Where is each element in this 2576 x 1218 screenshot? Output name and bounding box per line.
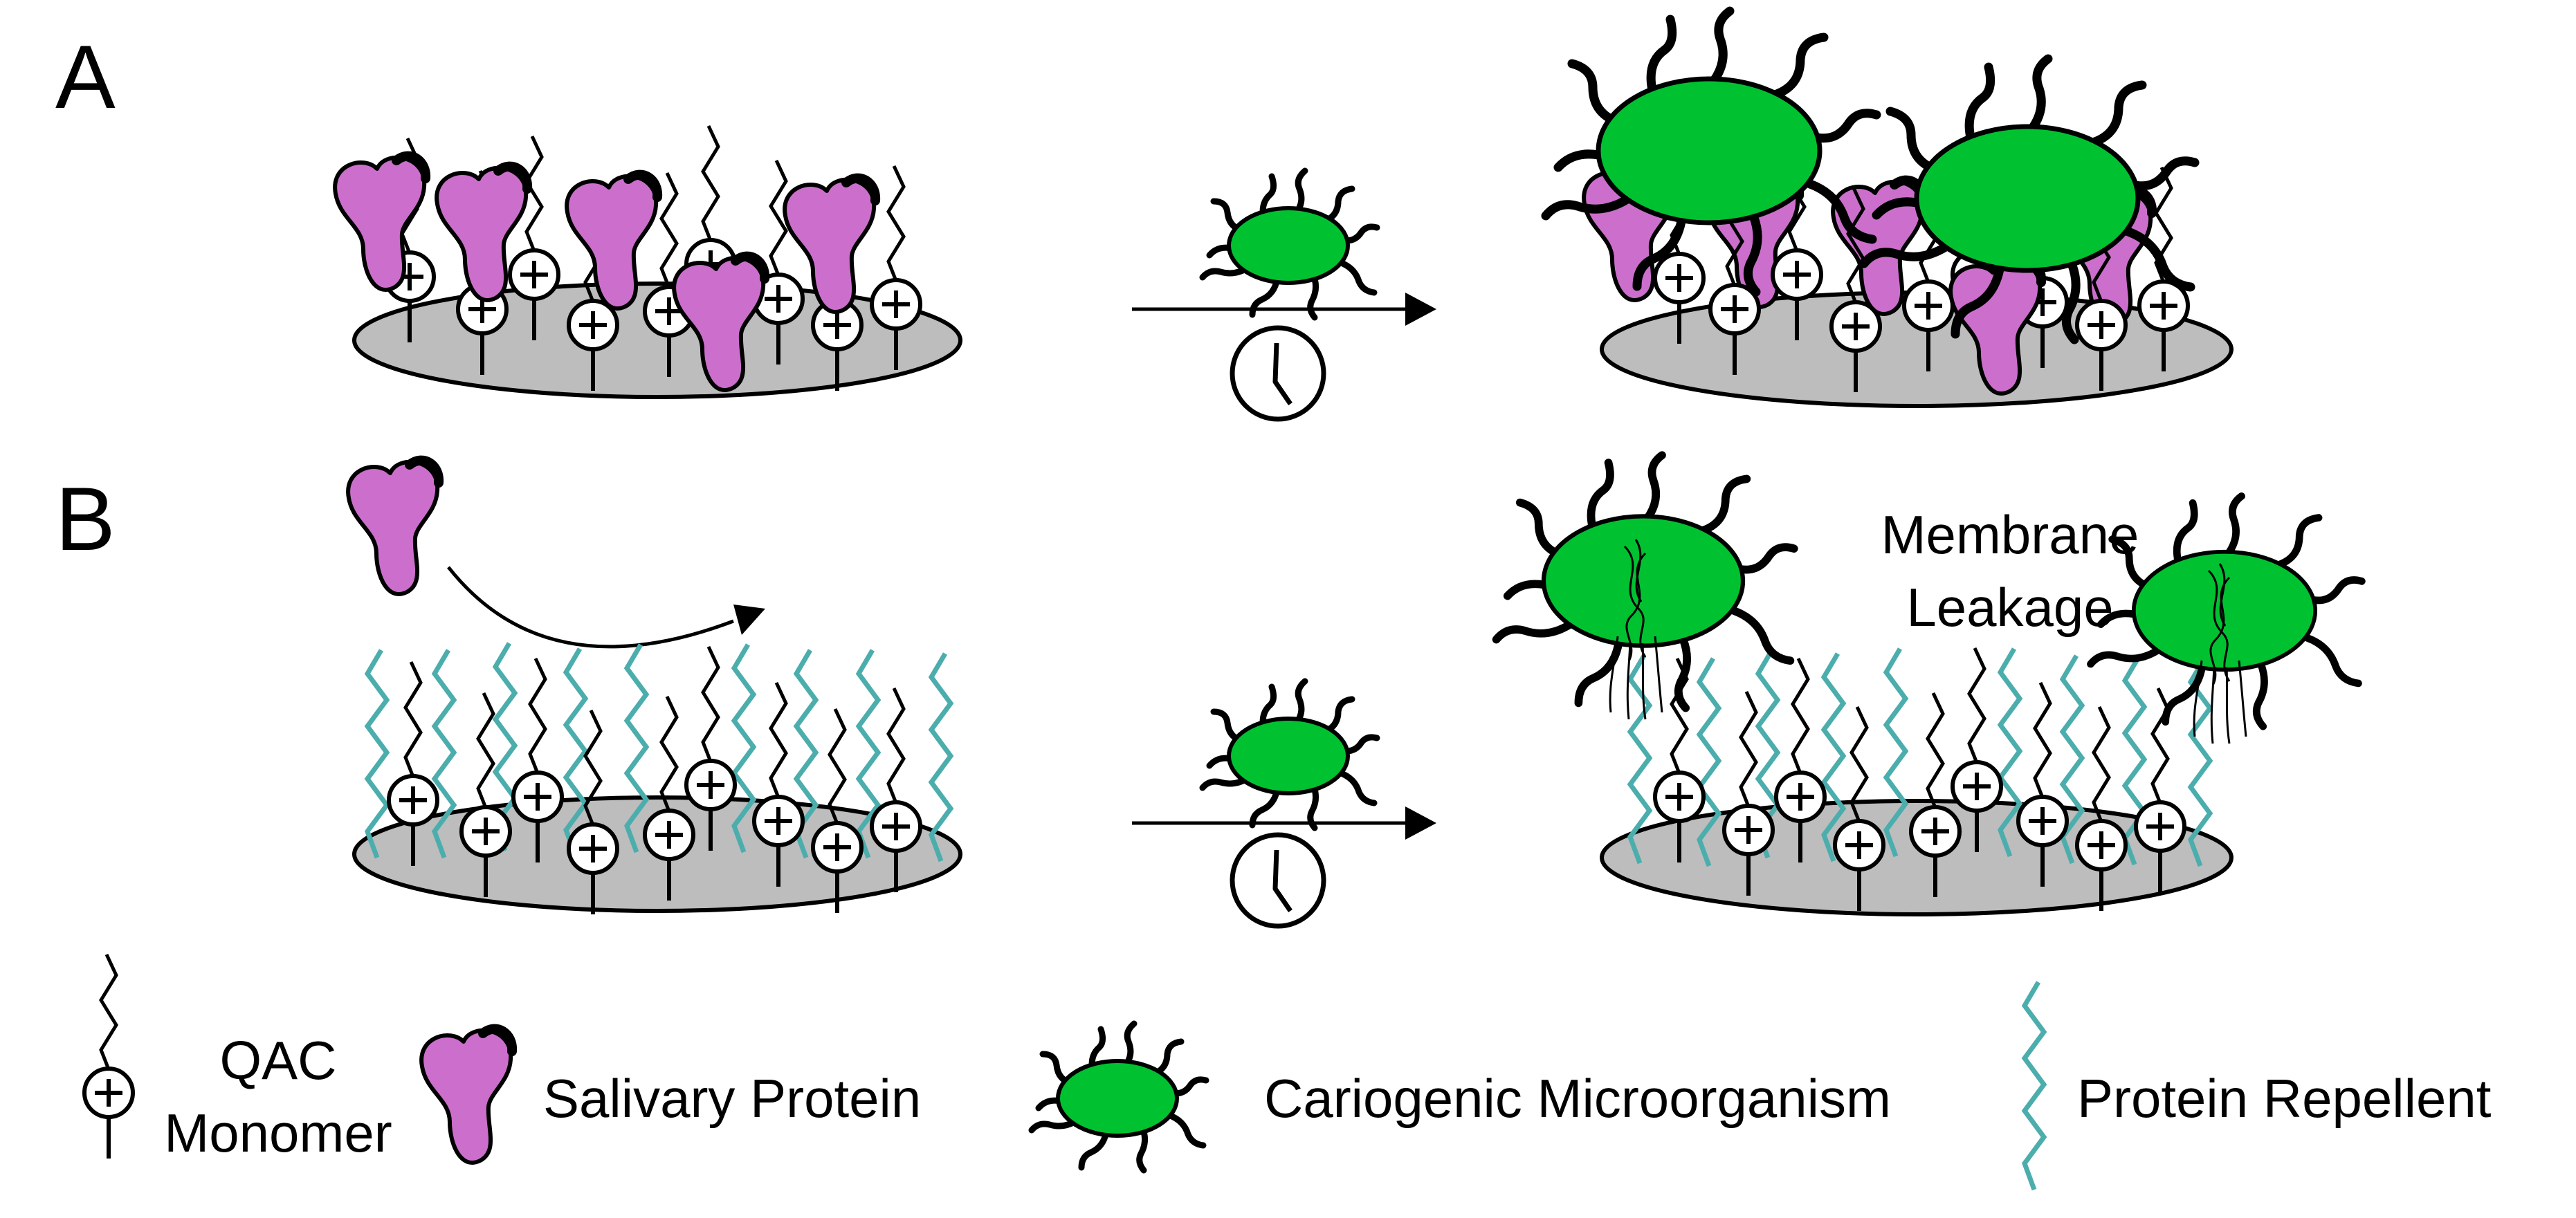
cariogenic-microorganism-icon bbox=[1497, 455, 1794, 708]
panel-a-left-surface bbox=[335, 126, 962, 399]
protein-repellent-icon bbox=[2025, 982, 2044, 1190]
legend-qac: QAC Monomer bbox=[84, 954, 392, 1163]
cariogenic-microorganism-icon bbox=[1203, 171, 1377, 317]
legend-repellent: Protein Repellent bbox=[2025, 982, 2492, 1190]
protein-repellent-icon bbox=[931, 654, 951, 861]
legend-qac-line2: Monomer bbox=[164, 1102, 392, 1163]
legend-repellent-label: Protein Repellent bbox=[2077, 1068, 2492, 1129]
panel-b-left-surface bbox=[352, 643, 962, 914]
clock-icon bbox=[1232, 835, 1324, 926]
qac-monomer-icon bbox=[84, 954, 133, 1159]
panel-a-right-surface bbox=[1546, 11, 2234, 408]
cariogenic-microorganism-icon bbox=[1203, 681, 1377, 828]
cariogenic-microorganism-icon bbox=[1032, 1024, 1206, 1170]
deflection-arrowhead bbox=[733, 605, 765, 635]
panel-label-b: B bbox=[55, 468, 116, 569]
cariogenic-microorganism-icon bbox=[1546, 11, 1876, 292]
legend-microbe-label: Cariogenic Microorganism bbox=[1264, 1068, 1891, 1129]
deflection-arrow-icon bbox=[447, 566, 734, 649]
annotation-leakage: Leakage bbox=[1906, 577, 2113, 638]
salivary-protein-icon bbox=[348, 461, 439, 594]
clock-icon bbox=[1232, 328, 1324, 419]
panel-b-right-surface: Membrane Leakage bbox=[1497, 455, 2362, 916]
legend-protein-label: Salivary Protein bbox=[543, 1068, 921, 1129]
legend-protein: Salivary Protein bbox=[421, 1029, 921, 1163]
protein-repellent-icon bbox=[367, 650, 387, 858]
legend: QAC Monomer Salivary Protein Cariogenic … bbox=[84, 954, 2492, 1190]
panel-label-a: A bbox=[55, 26, 116, 127]
salivary-protein-icon bbox=[421, 1029, 512, 1163]
legend-qac-line1: QAC bbox=[219, 1030, 336, 1091]
right-arrow-icon bbox=[1132, 293, 1436, 326]
legend-microbe: Cariogenic Microorganism bbox=[1032, 1024, 1891, 1170]
annotation-membrane: Membrane bbox=[1881, 504, 2139, 565]
